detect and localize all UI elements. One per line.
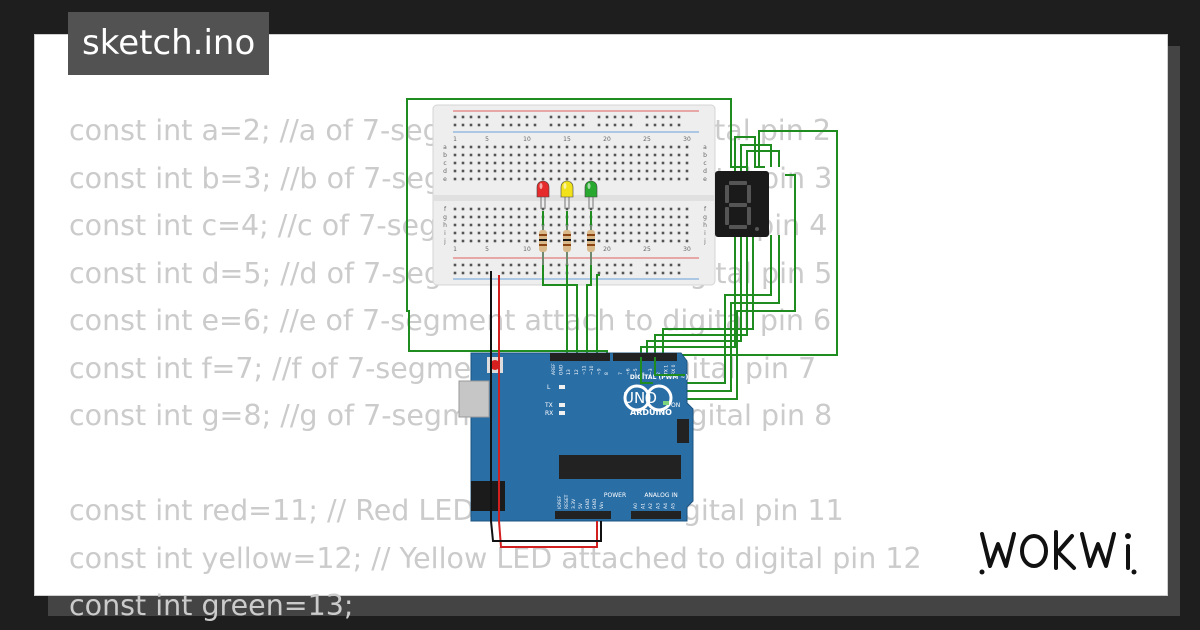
breadboard-column-label: 30	[683, 246, 691, 253]
breadboard-row-label: e	[443, 176, 447, 183]
breadboard-row-label: j	[703, 238, 706, 245]
breadboard-row-label: d	[443, 168, 447, 175]
breadboard-row-label: b	[443, 152, 447, 159]
arduino-pin-label: AREF	[551, 363, 557, 375]
breadboard-column-label: 5	[485, 136, 489, 143]
arduino-pin-label: 7	[618, 372, 624, 375]
arduino-pin-label: ~6	[625, 368, 631, 375]
arduino-pin-label: GND	[559, 364, 565, 375]
seven-segment-display	[715, 171, 769, 237]
breadboard-row-label: a	[443, 144, 447, 151]
preview-card: const int a=2; //a of 7-segment attach t…	[34, 34, 1168, 622]
yellow-led	[560, 180, 574, 209]
breadboard-row-label: g	[443, 214, 447, 221]
arduino-pin-label: ~10	[589, 365, 595, 375]
microcontroller-chip	[559, 455, 681, 479]
arduino-infinity-logo	[623, 384, 651, 412]
arduino-pin-label: ~5	[633, 368, 639, 375]
arduino-pin-label: TX 1	[663, 365, 669, 376]
breadboard-column-label: 15	[563, 136, 571, 143]
arduino-pin-label: A1	[641, 503, 647, 509]
arduino-pin-label: 3.3V	[571, 498, 577, 509]
arduino-pin-label: Vin	[599, 502, 605, 509]
arduino-pin-label: RESET	[564, 494, 570, 509]
breadboard-row-label: i	[444, 230, 446, 237]
arduino-pin-label: A4	[663, 503, 669, 509]
breadboard-row-label: i	[704, 230, 706, 237]
arduino-pin-label: ~3	[648, 368, 654, 375]
breadboard-column-label: 30	[683, 136, 691, 143]
breadboard-row-label: h	[703, 222, 707, 229]
arduino-pin-label: IOREF	[557, 495, 563, 509]
breadboard-column-label: 5	[485, 246, 489, 253]
reset-button	[490, 360, 500, 370]
green-led	[584, 180, 598, 209]
arduino-pin-label: 2	[656, 372, 662, 375]
breadboard-column-label: 1	[453, 136, 457, 143]
arduino-pin-label: 13	[566, 369, 572, 375]
rx-label: RX	[545, 410, 553, 417]
arduino-pin-label: A2	[648, 503, 654, 509]
code-line: const int yellow=12; // Yellow LED attac…	[69, 541, 922, 575]
arduino-pin-label: ~9	[597, 368, 603, 375]
usb-port	[458, 380, 490, 418]
on-label: ON	[671, 402, 680, 409]
analog-pins-label: ANALOG IN	[644, 492, 677, 499]
code-line: const int e=6; //e of 7-segment attach t…	[69, 304, 832, 337]
breadboard-row-label: a	[703, 144, 707, 151]
breadboard-row-label: f	[444, 206, 447, 213]
red-led	[536, 180, 550, 209]
breadboard-row-label: d	[703, 168, 707, 175]
breadboard-column-label: 20	[603, 136, 611, 143]
arduino-model-label: UNO	[623, 389, 657, 407]
arduino-pin-label: RX 0	[671, 364, 677, 375]
arduino-uno-board: ARDUINO UNO DIGITAL (PWM ~) POWER ANALOG…	[458, 352, 694, 522]
arduino-pin-label: A3	[656, 503, 662, 509]
breadboard-row-label: b	[703, 152, 707, 159]
arduino-pin-label: 4	[641, 372, 647, 375]
arduino-brand-label: ARDUINO	[630, 408, 672, 417]
breadboard-column-label: 10	[523, 246, 531, 253]
breadboard-column-label: 20	[603, 246, 611, 253]
file-tab[interactable]: sketch.ino	[68, 12, 270, 75]
breadboard-row-label: c	[443, 160, 446, 167]
breadboard-column-label: 1	[453, 246, 457, 253]
power-pins-label: POWER	[604, 492, 626, 499]
arduino-pin-label: A0	[633, 503, 639, 509]
arduino-pin-label: GND	[592, 498, 598, 509]
arduino-pin-label: 12	[574, 369, 580, 375]
led-group	[536, 180, 598, 209]
breadboard-row-label: h	[443, 222, 447, 229]
breadboard-row-label: c	[703, 160, 706, 167]
arduino-pin-label: 5V	[578, 502, 584, 509]
arduino-pin-label: GND	[585, 498, 591, 509]
arduino-pin-label: A5	[671, 503, 677, 509]
breadboard-column-label: 25	[643, 246, 651, 253]
breadboard-row-label: g	[703, 214, 707, 221]
breadboard-column-label: 25	[643, 136, 651, 143]
wokwi-logo	[979, 530, 1137, 575]
breadboard-row-label: j	[443, 238, 446, 245]
breadboard-row-label: f	[704, 206, 707, 213]
breadboard-row-label: e	[703, 176, 707, 183]
code-line: const int green=13;	[69, 589, 354, 622]
breadboard-column-label: 10	[523, 136, 531, 143]
tx-label: TX	[544, 402, 553, 409]
digital-pins-label: DIGITAL (PWM ~)	[630, 374, 688, 381]
power-wire	[498, 275, 598, 548]
resistor-group	[539, 225, 595, 265]
l-label: L	[547, 384, 551, 391]
arduino-pin-label: ~11	[581, 365, 587, 375]
arduino-pin-label: 8	[604, 372, 610, 375]
